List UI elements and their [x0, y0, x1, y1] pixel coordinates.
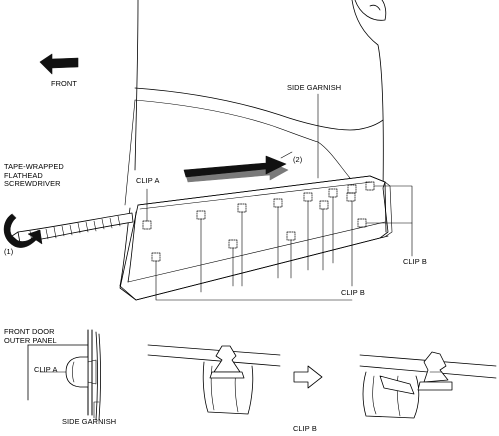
clip-a-detail — [27, 329, 101, 421]
clip-a-label: CLIP A — [136, 176, 160, 185]
front-label: FRONT — [51, 79, 77, 88]
clip-b-detail-after — [359, 351, 497, 419]
vehicle-body-outline — [124, 0, 387, 206]
step-2-label: (2) — [293, 155, 303, 164]
step-1-label: (1) — [4, 247, 14, 256]
rotation-arrow-icon — [3, 213, 43, 248]
clip-b-marker-12 — [346, 192, 356, 202]
screwdriver-label: TAPE-WRAPPED FLATHEAD SCREWDRIVER — [4, 162, 64, 189]
clip-b-middle-label: CLIP B — [341, 288, 365, 297]
clip-b-right-label: CLIP B — [403, 257, 427, 266]
clip-b-detail-before — [147, 344, 281, 415]
side-garnish-part — [119, 175, 393, 301]
clip-a-detail-label: CLIP A — [34, 365, 58, 374]
clip-b-marker-11 — [319, 200, 329, 210]
side-garnish-detail-label: SIDE GARNISH — [62, 417, 117, 426]
screwdriver-tool — [11, 212, 134, 244]
step-arrow-icon — [293, 365, 323, 389]
leader-lines — [146, 93, 413, 301]
clip-b-detail-label: CLIP B — [293, 424, 317, 433]
pull-arrow-icon — [183, 155, 289, 183]
front-arrow-icon — [39, 53, 79, 75]
front-door-outer-panel-label: FRONT DOOR OUTER PANEL — [4, 327, 57, 345]
side-garnish-label: SIDE GARNISH — [287, 83, 342, 92]
